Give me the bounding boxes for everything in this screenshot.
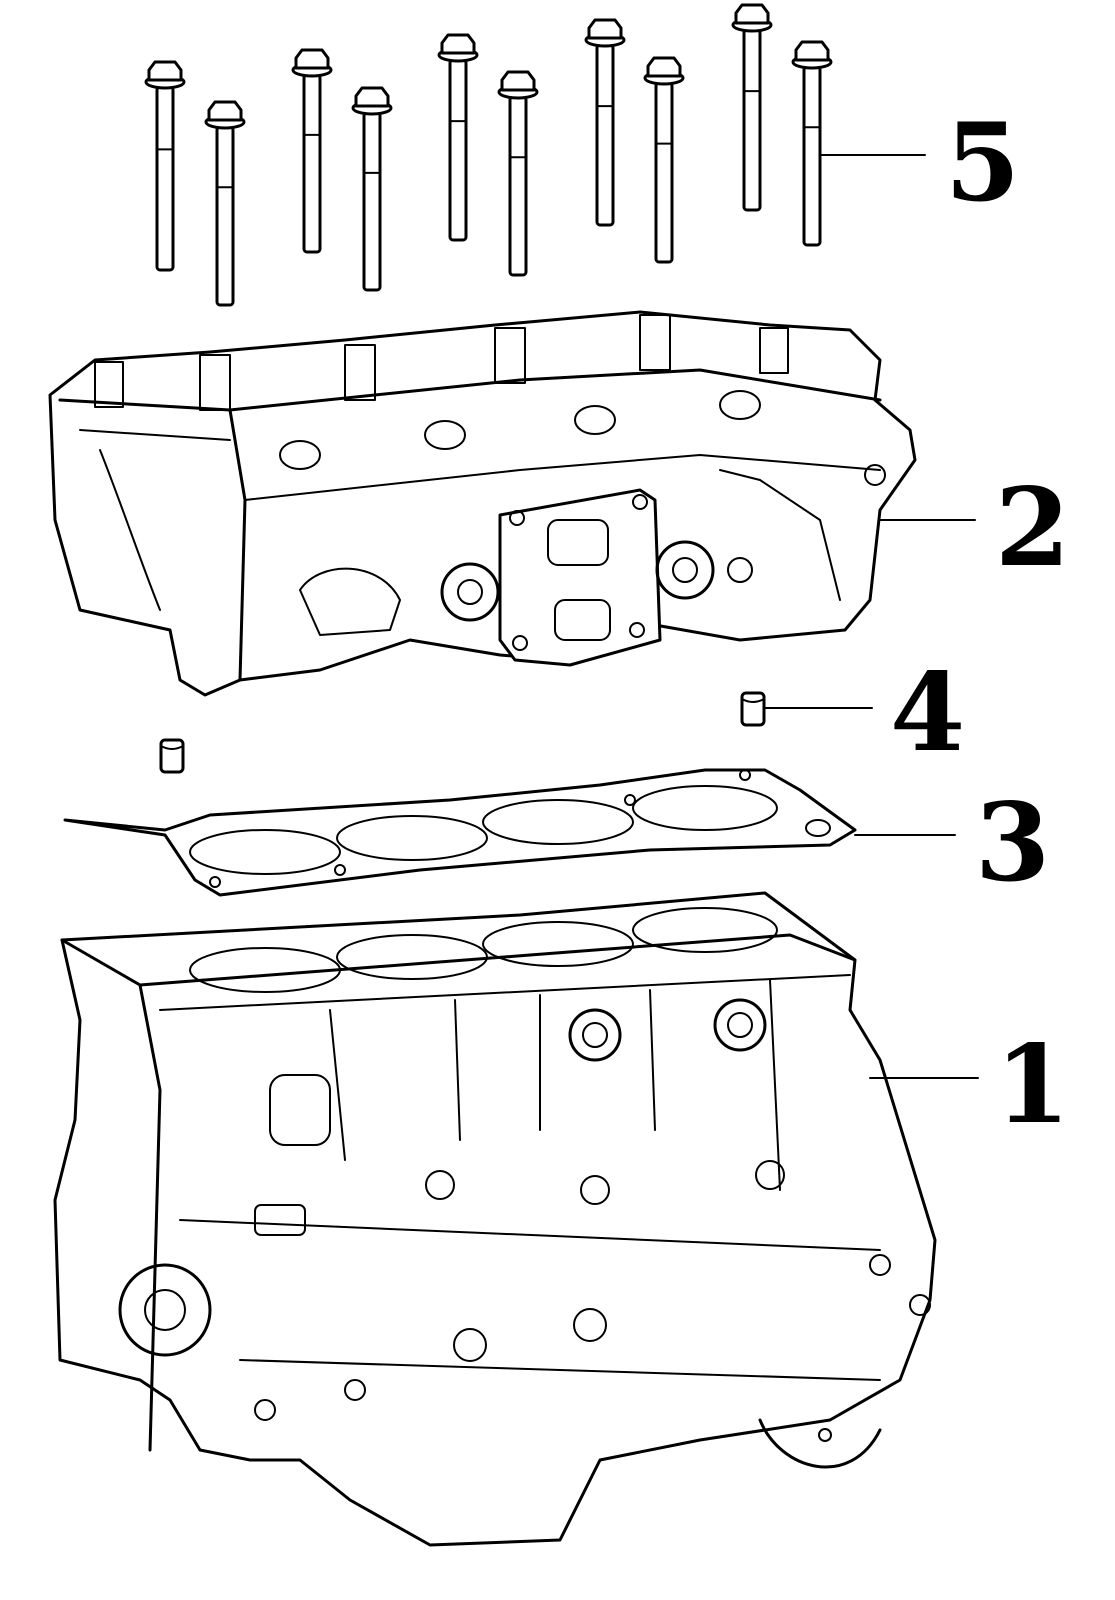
dowel-pins: [159, 691, 766, 774]
head-bolt: [643, 56, 685, 264]
callout-4: 4: [890, 650, 965, 776]
head-bolt: [291, 48, 333, 254]
head-bolt: [437, 33, 479, 242]
head-gasket: [63, 768, 857, 897]
callout-1: 1: [995, 1022, 1070, 1148]
head-bolt: [497, 70, 539, 277]
cylinder-head-bolts: [144, 3, 833, 307]
head-bolt: [731, 3, 773, 212]
callout-2: 2: [995, 465, 1070, 591]
head-bolt: [351, 86, 393, 292]
head-bolt: [144, 60, 186, 272]
callout-3: 3: [975, 780, 1050, 906]
head-bolt: [584, 18, 626, 227]
leader-lines: [764, 154, 979, 1079]
callout-5: 5: [945, 100, 1020, 226]
cylinder-block: [53, 891, 937, 1547]
head-bolt: [791, 40, 833, 247]
head-bolt: [204, 100, 246, 307]
cylinder-head: [48, 310, 917, 697]
